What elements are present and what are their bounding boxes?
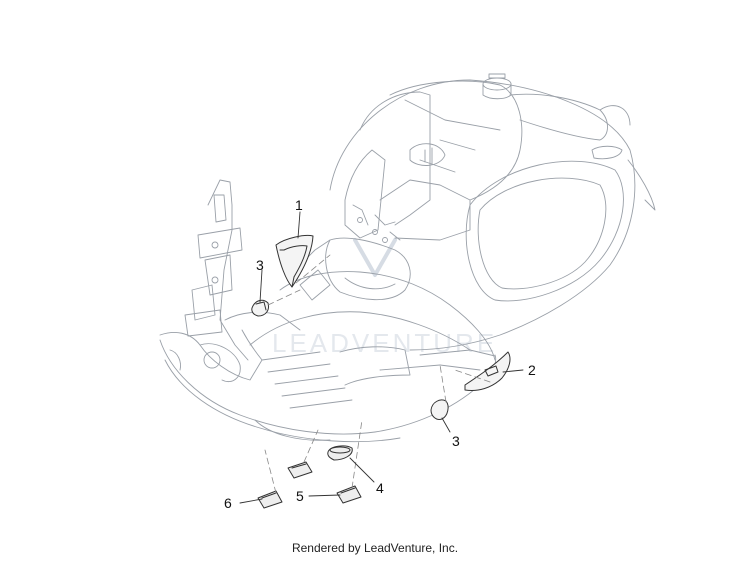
part-3-grommet-upper [251, 299, 269, 317]
callout-3-upper: 3 [256, 257, 264, 273]
callout-3-lower: 3 [452, 433, 460, 449]
part-5-pad-lower [336, 485, 362, 504]
callout-labels: 1 2 3 3 4 5 6 [224, 197, 536, 511]
part-3-grommet-lower [430, 399, 449, 420]
part-4-rubber-plug [327, 445, 353, 461]
callout-6: 6 [224, 495, 232, 511]
scooter-body [159, 73, 656, 443]
part-1-inner-cover [275, 235, 314, 288]
part-5-pad-upper [287, 461, 313, 479]
part-6-pad [257, 490, 283, 509]
callout-1: 1 [295, 197, 303, 213]
watermark-text: LEADVENTURE [272, 328, 497, 358]
watermark-logo: LEADVENTURE [272, 238, 497, 358]
part-2-side-panel [464, 351, 511, 391]
callout-2: 2 [528, 362, 536, 378]
footer-credit: Rendered by LeadVenture, Inc. [291, 541, 459, 555]
callout-4: 4 [376, 480, 384, 496]
leader-lines [239, 211, 524, 504]
locator-lines [264, 254, 491, 494]
callout-5: 5 [296, 488, 304, 504]
